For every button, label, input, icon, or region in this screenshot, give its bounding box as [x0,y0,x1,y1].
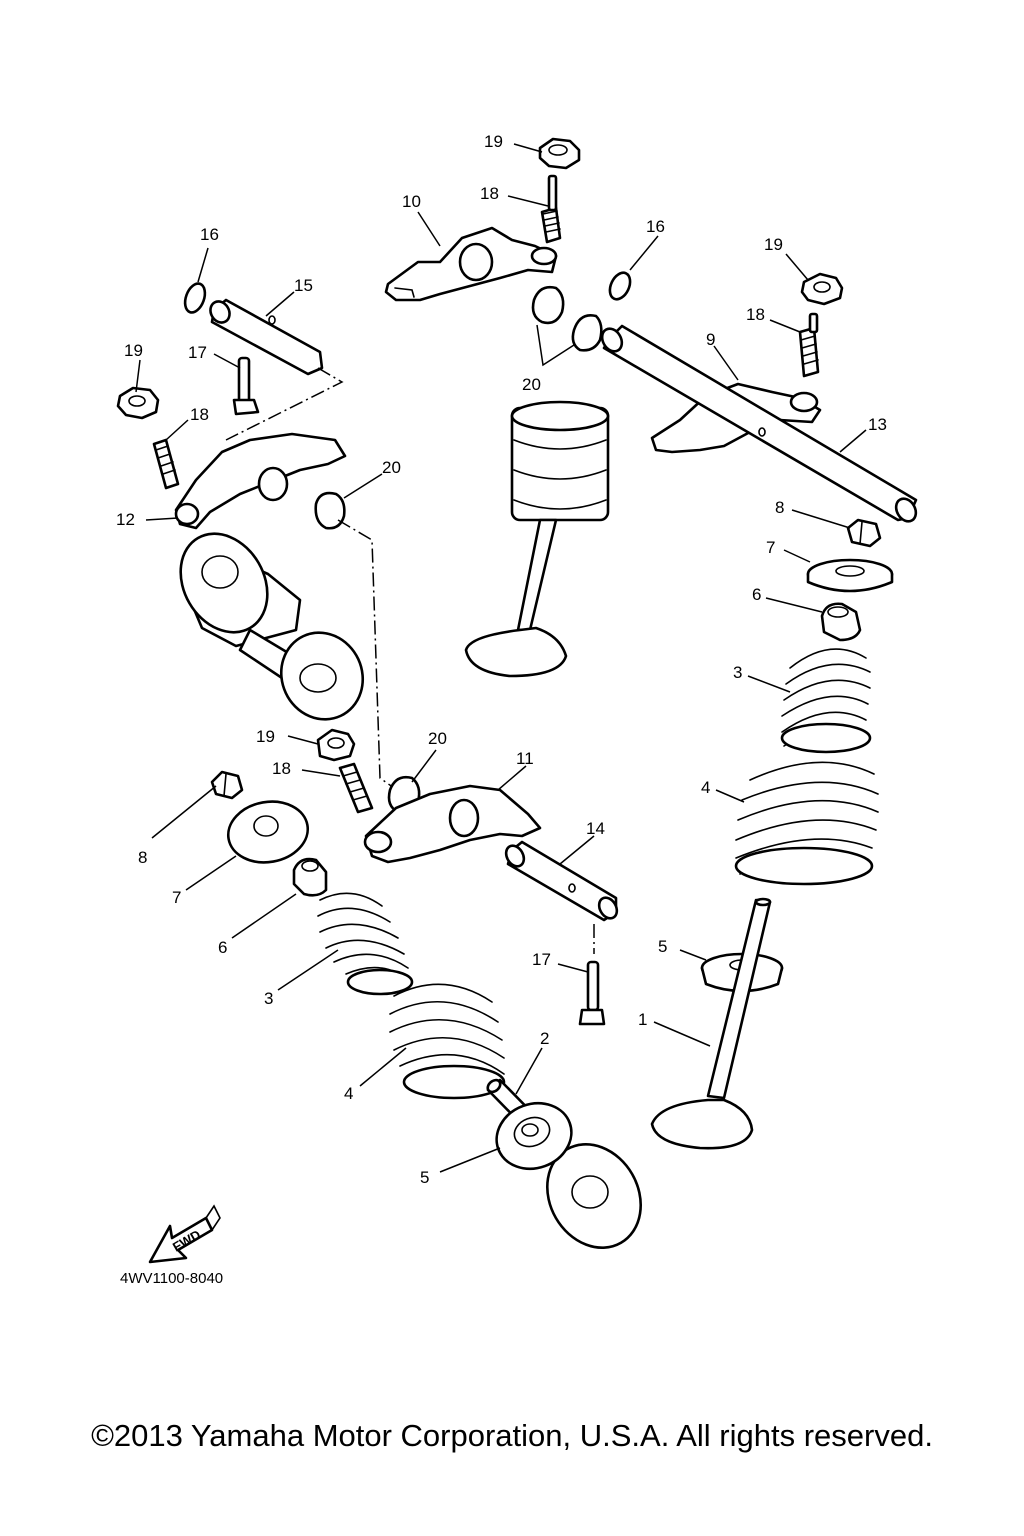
inner-spring-3-left [317,892,414,996]
callout-20-left: 20 [382,458,401,477]
leader-lines [135,143,867,1173]
callout-1: 1 [638,1010,647,1029]
parts-diagram: 19 18 10 16 15 19 17 18 12 20 20 16 19 1… [116,132,918,1287]
inner-spring-3-right [780,648,872,754]
callout-3-left: 3 [264,989,273,1008]
callout-3-right: 3 [733,663,742,682]
callout-4-left: 4 [344,1084,353,1103]
callout-12: 12 [116,510,135,529]
o-ring-16-left [183,282,207,314]
callout-17-left: 17 [188,343,207,362]
o-ring-16-right [608,271,632,301]
alignment-line-20 [337,519,395,789]
shim-20-centre-b [571,314,603,352]
callout-6-right: 6 [752,585,761,604]
callout-17-lower: 17 [532,950,551,969]
callout-6-left: 6 [218,938,227,957]
valve-left-upper [179,532,365,721]
nut-19-top [538,137,581,170]
bolt-17-left [232,356,260,416]
adjuster-screw-18-lower [338,762,374,814]
callout-14: 14 [586,819,605,838]
oil-seal-6-right [820,602,862,642]
callout-16-left: 16 [200,225,219,244]
shim-20-centre-a [531,285,565,325]
nut-19-left [116,386,160,420]
outer-spring-4-right [734,761,879,886]
callout-labels: 19 18 10 16 15 19 17 18 12 20 20 16 19 1… [116,132,887,1187]
valve-centre [464,400,610,678]
adjuster-screw-18-left [152,438,180,490]
callout-7-right: 7 [766,538,775,557]
alignment-line-15 [225,367,344,441]
callout-18-left: 18 [190,405,209,424]
callout-9: 9 [706,330,715,349]
fwd-arrow: FWD [148,1204,221,1264]
callout-20-lower: 20 [428,729,447,748]
shim-20-left [314,491,346,530]
valve-cotter-8-left [210,770,244,800]
rocker-shaft-14 [504,840,619,922]
valve-cotter-8-right [846,518,882,548]
callout-15: 15 [294,276,313,295]
callout-20-centre: 20 [522,375,541,394]
callout-19-left: 19 [124,341,143,360]
rocker-arm-10 [384,226,558,302]
rocker-arm-12 [174,432,347,530]
callout-7-left: 7 [172,888,181,907]
valve-1 [650,897,772,1150]
callout-16-right: 16 [646,217,665,236]
callout-4-right: 4 [701,778,710,797]
callout-18-lower: 18 [272,759,291,778]
adjuster-screw-18-top [540,174,562,244]
adjuster-screw-18-right [798,312,820,378]
callout-8-right: 8 [775,498,784,517]
callout-19-lower: 19 [256,727,275,746]
callout-18-right: 18 [746,305,765,324]
callout-18-top: 18 [480,184,499,203]
drawing-code: 4WV1100-8040 [120,1270,223,1287]
callout-10: 10 [402,192,421,211]
rocker-arm-11 [363,784,542,864]
callout-13: 13 [868,415,887,434]
bolt-17-lower [578,960,606,1026]
spring-retainer-7-left [226,800,310,864]
callout-19-top: 19 [484,132,503,151]
callout-2: 2 [540,1029,549,1048]
oil-seal-6-left [292,857,328,897]
callout-19-right: 19 [764,235,783,254]
rocker-shaft-13 [600,324,918,523]
nut-19-lower [316,728,356,762]
callout-5-right: 5 [658,937,667,956]
callout-11: 11 [516,749,534,768]
rocker-shaft-15 [209,298,324,376]
outer-spring-4-left [389,983,506,1100]
callout-8-left: 8 [138,848,147,867]
copyright-notice: ©2013 Yamaha Motor Corporation, U.S.A. A… [91,1418,933,1453]
spring-retainer-7-right [806,558,894,593]
callout-5-left: 5 [420,1168,429,1187]
nut-19-right [800,272,844,306]
valve-2 [486,1078,643,1249]
